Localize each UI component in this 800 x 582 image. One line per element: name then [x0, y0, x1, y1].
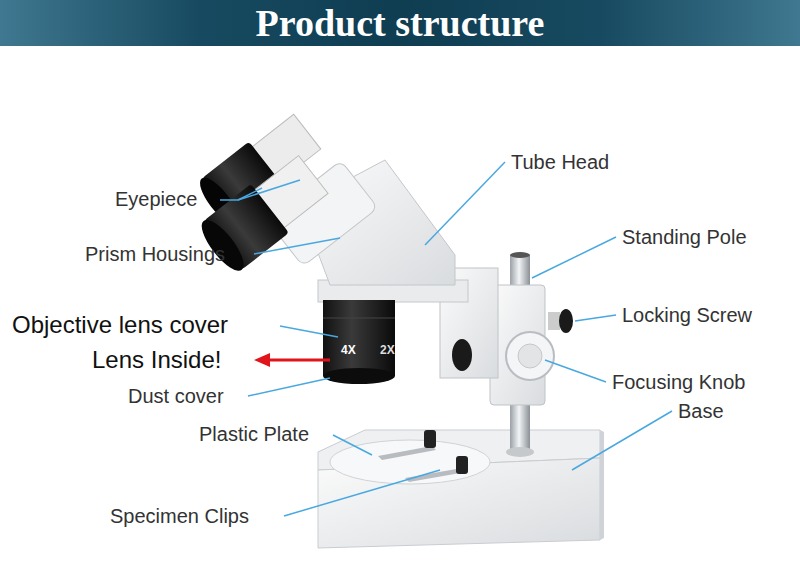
part-label: Tube Head [511, 150, 609, 174]
part-label: Base [678, 399, 724, 423]
part-label: Plastic Plate [199, 422, 309, 446]
part-label: Prism Housings [85, 242, 225, 266]
leader-lines [220, 162, 672, 516]
note-label: Lens Inside! [92, 346, 221, 375]
magnification-mark: 4X [341, 343, 356, 357]
part-label: Standing Pole [622, 225, 747, 249]
page-title: Product structure [0, 0, 800, 46]
part-label: Specimen Clips [110, 504, 249, 528]
part-label: Focusing Knob [612, 370, 745, 394]
part-label: Eyepiece [115, 187, 197, 211]
part-label: Locking Screw [622, 303, 752, 327]
red-arrow [254, 353, 330, 367]
part-label: Dust cover [128, 384, 224, 408]
magnification-mark: 2X [380, 343, 395, 357]
part-label: Objective lens cover [12, 311, 228, 340]
